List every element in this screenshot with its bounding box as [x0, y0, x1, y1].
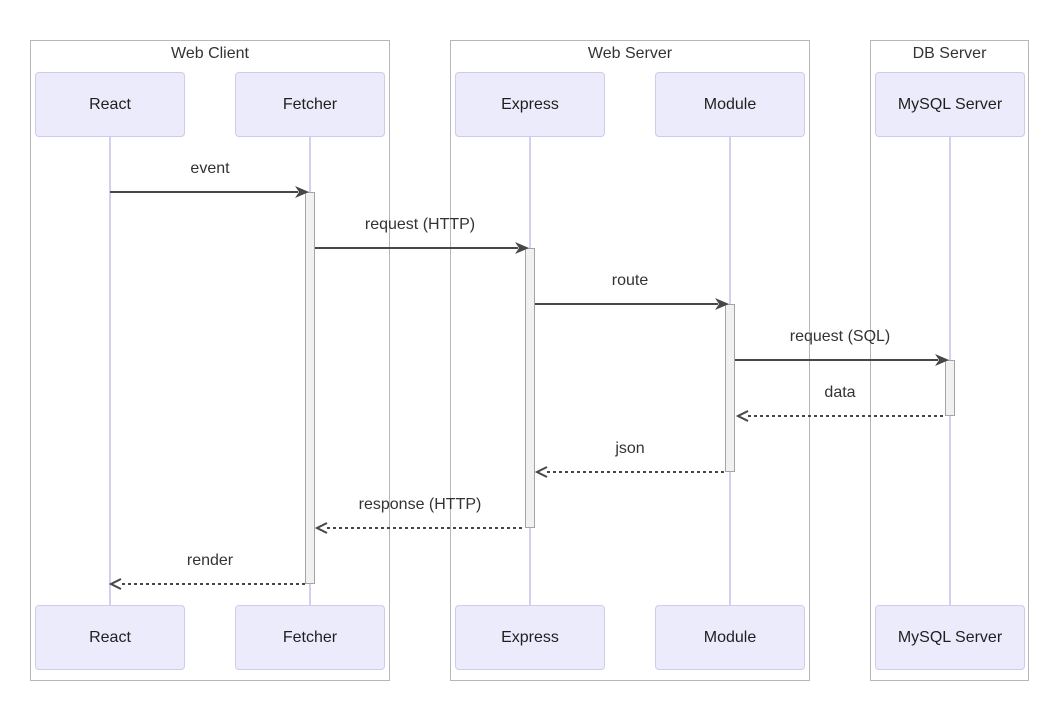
actor-label: MySQL Server	[897, 628, 1003, 646]
message-label: response (HTTP)	[358, 496, 482, 513]
actor-label: React	[89, 95, 131, 113]
message-line	[110, 191, 298, 193]
lifeline-react	[109, 137, 111, 605]
actor-fetcher-bottom: Fetcher	[235, 605, 385, 670]
filled-arrowhead-icon	[295, 186, 309, 198]
actor-fetcher-top: Fetcher	[235, 72, 385, 137]
actor-module-top: Module	[655, 72, 805, 137]
actor-react-top: React	[35, 72, 185, 137]
actor-label: Express	[501, 628, 559, 646]
actor-label: Fetcher	[282, 628, 338, 646]
actor-express-top: Express	[455, 72, 605, 137]
group-title: Web Server	[587, 45, 673, 62]
message-line	[327, 527, 525, 529]
activation-express	[525, 248, 535, 528]
message-label: data	[824, 384, 856, 401]
message-label: render	[186, 552, 234, 569]
filled-arrowhead-icon	[935, 354, 949, 366]
filled-arrowhead-icon	[515, 242, 529, 254]
actor-label: Express	[501, 95, 559, 113]
message-label: request (SQL)	[789, 328, 891, 345]
activation-fetcher	[305, 192, 315, 584]
group-title: DB Server	[912, 45, 987, 62]
open-arrowhead-icon	[315, 522, 328, 534]
activation-module	[725, 304, 735, 472]
actor-label: Fetcher	[282, 95, 338, 113]
actor-label: Module	[703, 628, 757, 646]
actor-label: React	[89, 628, 131, 646]
actor-module-bottom: Module	[655, 605, 805, 670]
group-title: Web Client	[171, 45, 249, 62]
filled-arrowhead-icon	[715, 298, 729, 310]
open-arrowhead-icon	[736, 410, 749, 422]
message-label: request (HTTP)	[364, 216, 476, 233]
message-line	[122, 583, 305, 585]
actor-mysql-server-bottom: MySQL Server	[875, 605, 1025, 670]
actor-react-bottom: React	[35, 605, 185, 670]
actor-express-bottom: Express	[455, 605, 605, 670]
actor-label: MySQL Server	[897, 95, 1003, 113]
message-line	[547, 471, 725, 473]
message-line	[735, 359, 938, 361]
message-label: route	[611, 272, 649, 289]
actor-label: Module	[703, 95, 757, 113]
message-label: json	[615, 440, 645, 457]
open-arrowhead-icon	[535, 466, 548, 478]
open-arrowhead-icon	[109, 578, 122, 590]
group-web-client: Web Client	[30, 40, 390, 681]
message-line	[535, 303, 718, 305]
message-line	[315, 247, 518, 249]
actor-mysql-server-top: MySQL Server	[875, 72, 1025, 137]
message-line	[748, 415, 945, 417]
activation-mysql-server	[945, 360, 955, 416]
message-label: event	[190, 160, 230, 177]
